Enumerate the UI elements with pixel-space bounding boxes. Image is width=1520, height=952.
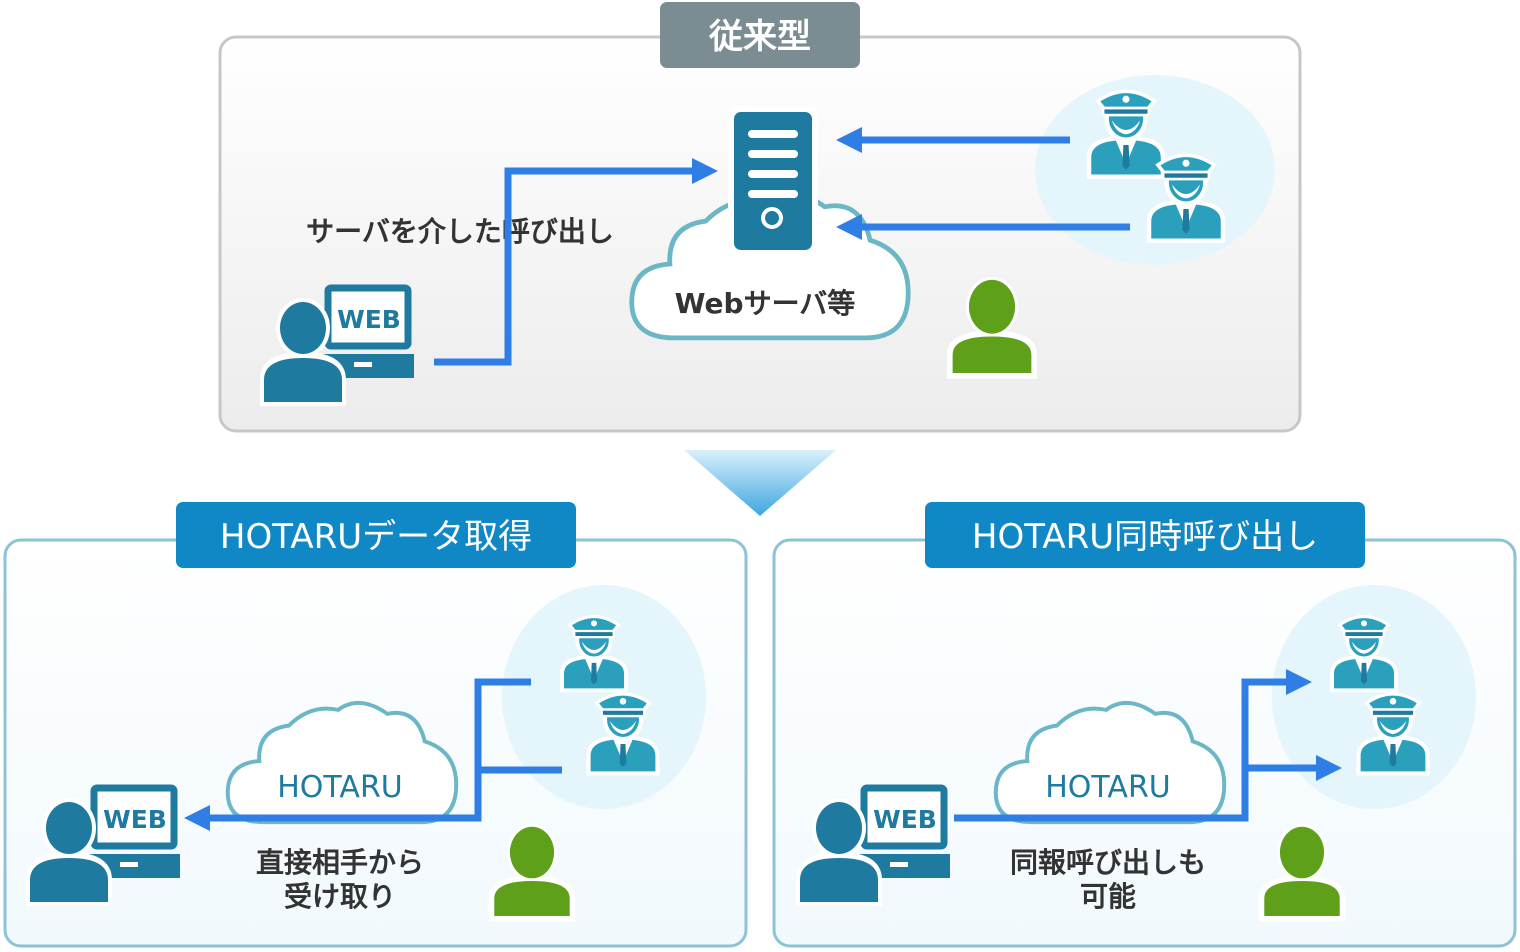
left-tab: HOTARUデータ取得: [176, 502, 576, 568]
right-tab: HOTARU同時呼び出し: [925, 502, 1365, 568]
right-web-terminal: WEB: [800, 788, 950, 902]
top-tab-label: 従来型: [708, 17, 811, 57]
left-return-arrow: [184, 678, 562, 831]
officer-to-server-arrow-1: [836, 127, 1070, 153]
top-web-terminal: WEB: [264, 288, 414, 402]
web-label: WEB: [103, 805, 167, 834]
officer-to-server-arrow-2: [836, 214, 1130, 240]
server-label: Webサーバ等: [675, 287, 856, 320]
left-cloud-label: HOTARU: [277, 770, 403, 805]
right-cloud-label: HOTARU: [1045, 770, 1171, 805]
left-tab-label: HOTARUデータ取得: [220, 517, 532, 557]
right-caption-line1: 同報呼び出しも: [1010, 846, 1206, 879]
right-broadcast-arrow: [954, 669, 1342, 822]
top-route-arrow: [434, 158, 718, 366]
web-label: WEB: [337, 305, 401, 334]
down-arrow-icon: [684, 450, 836, 516]
web-label: WEB: [873, 805, 937, 834]
right-caption-line2: 可能: [1080, 880, 1136, 913]
left-web-terminal: WEB: [30, 788, 180, 902]
top-tab: 従来型: [660, 2, 860, 68]
right-tab-label: HOTARU同時呼び出し: [972, 517, 1318, 557]
route-label: サーバを介した呼び出し: [306, 215, 614, 248]
left-caption-line1: 直接相手から: [256, 846, 424, 879]
server-icon: [728, 106, 818, 256]
left-caption-line2: 受け取り: [284, 880, 396, 913]
